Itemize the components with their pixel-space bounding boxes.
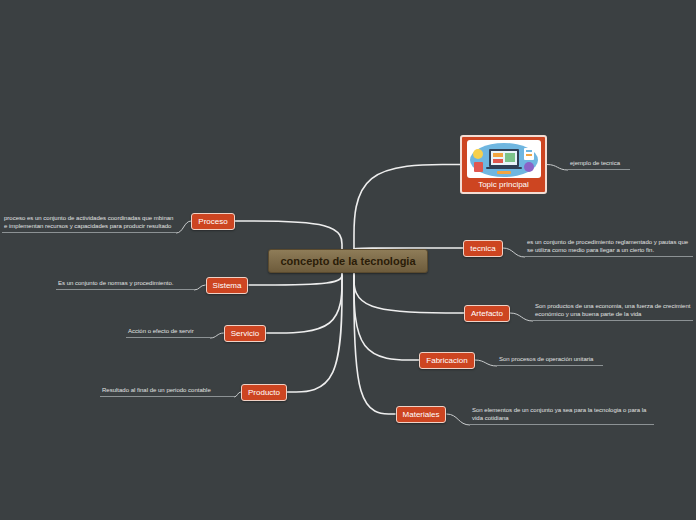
note-text: Son procesos de operación unitaria [499, 356, 601, 364]
topic-label: Fabricacion [426, 356, 467, 365]
subtopic-note: Es un conjunto de normas y procedimiento… [56, 280, 194, 291]
branch-connector [354, 273, 419, 360]
topic-label: Sistema [213, 281, 242, 290]
subtopic-note: Acción o efecto de servir [126, 328, 210, 339]
topic-label: concepto de la tecnologia [280, 255, 415, 267]
topic-label: Topic principal [478, 180, 529, 189]
topic-label: Artefacto [471, 309, 503, 318]
note-connector [446, 414, 470, 425]
note-connector [234, 392, 241, 397]
note-text: Es un conjunto de normas y procedimiento… [58, 280, 192, 288]
note-connector [503, 248, 525, 257]
note-text: ejemplo de tecnica [570, 160, 628, 168]
note-connector [510, 313, 533, 321]
branch-connector [235, 221, 342, 249]
note-text: Acción o efecto de servir [128, 328, 208, 336]
branch-connector [248, 273, 342, 285]
note-text: Son elementos de un conjunto ya sea para… [472, 407, 652, 422]
branch-topic: Fabricacion [419, 352, 474, 369]
note-connector [210, 333, 224, 338]
topic-illustration [467, 140, 541, 178]
subtopic-note: Son procesos de operación unitaria [497, 356, 603, 367]
note-connector [475, 360, 497, 366]
note-connector [194, 285, 206, 290]
branch-connector [354, 273, 396, 414]
topic-label: Producto [248, 388, 280, 397]
branch-topic: Producto [241, 384, 287, 401]
subtopic-note: ejemplo de tecnica [568, 160, 630, 171]
branch-topic: Artefacto [464, 305, 510, 322]
note-text: es un conjunto de procedimiento reglamen… [527, 239, 691, 254]
note-connector [547, 165, 568, 171]
branch-topic: Servicio [224, 325, 266, 342]
branch-topic: Proceso [191, 213, 234, 230]
topic-label: Proceso [198, 217, 227, 226]
note-text: proceso es un conjunto de actividades co… [4, 215, 174, 230]
note-connector [176, 221, 191, 233]
image-topic: Topic principal [460, 135, 547, 194]
branch-topic: Sistema [206, 277, 249, 294]
subtopic-note: Resultado al final de un periodo contabl… [100, 387, 234, 398]
subtopic-note: Son elementos de un conjunto ya sea para… [470, 407, 654, 425]
branch-connector [354, 273, 464, 313]
subtopic-note: Son productos de una economia, una fuerz… [533, 303, 693, 321]
note-text: Resultado al final de un periodo contabl… [102, 387, 232, 395]
subtopic-note: proceso es un conjunto de actividades co… [2, 215, 176, 233]
topic-label: Materiales [403, 410, 440, 419]
subtopic-note: es un conjunto de procedimiento reglamen… [525, 239, 693, 257]
central-topic: concepto de la tecnologia [268, 249, 427, 273]
branch-connector [287, 273, 342, 392]
branch-connector [354, 165, 460, 250]
branch-topic: tecnica [463, 240, 502, 257]
topic-label: tecnica [470, 244, 495, 253]
note-text: Son productos de una economia, una fuerz… [535, 303, 691, 318]
topic-label: Servicio [231, 329, 259, 338]
branch-topic: Materiales [396, 406, 447, 423]
branch-connector [266, 273, 342, 333]
